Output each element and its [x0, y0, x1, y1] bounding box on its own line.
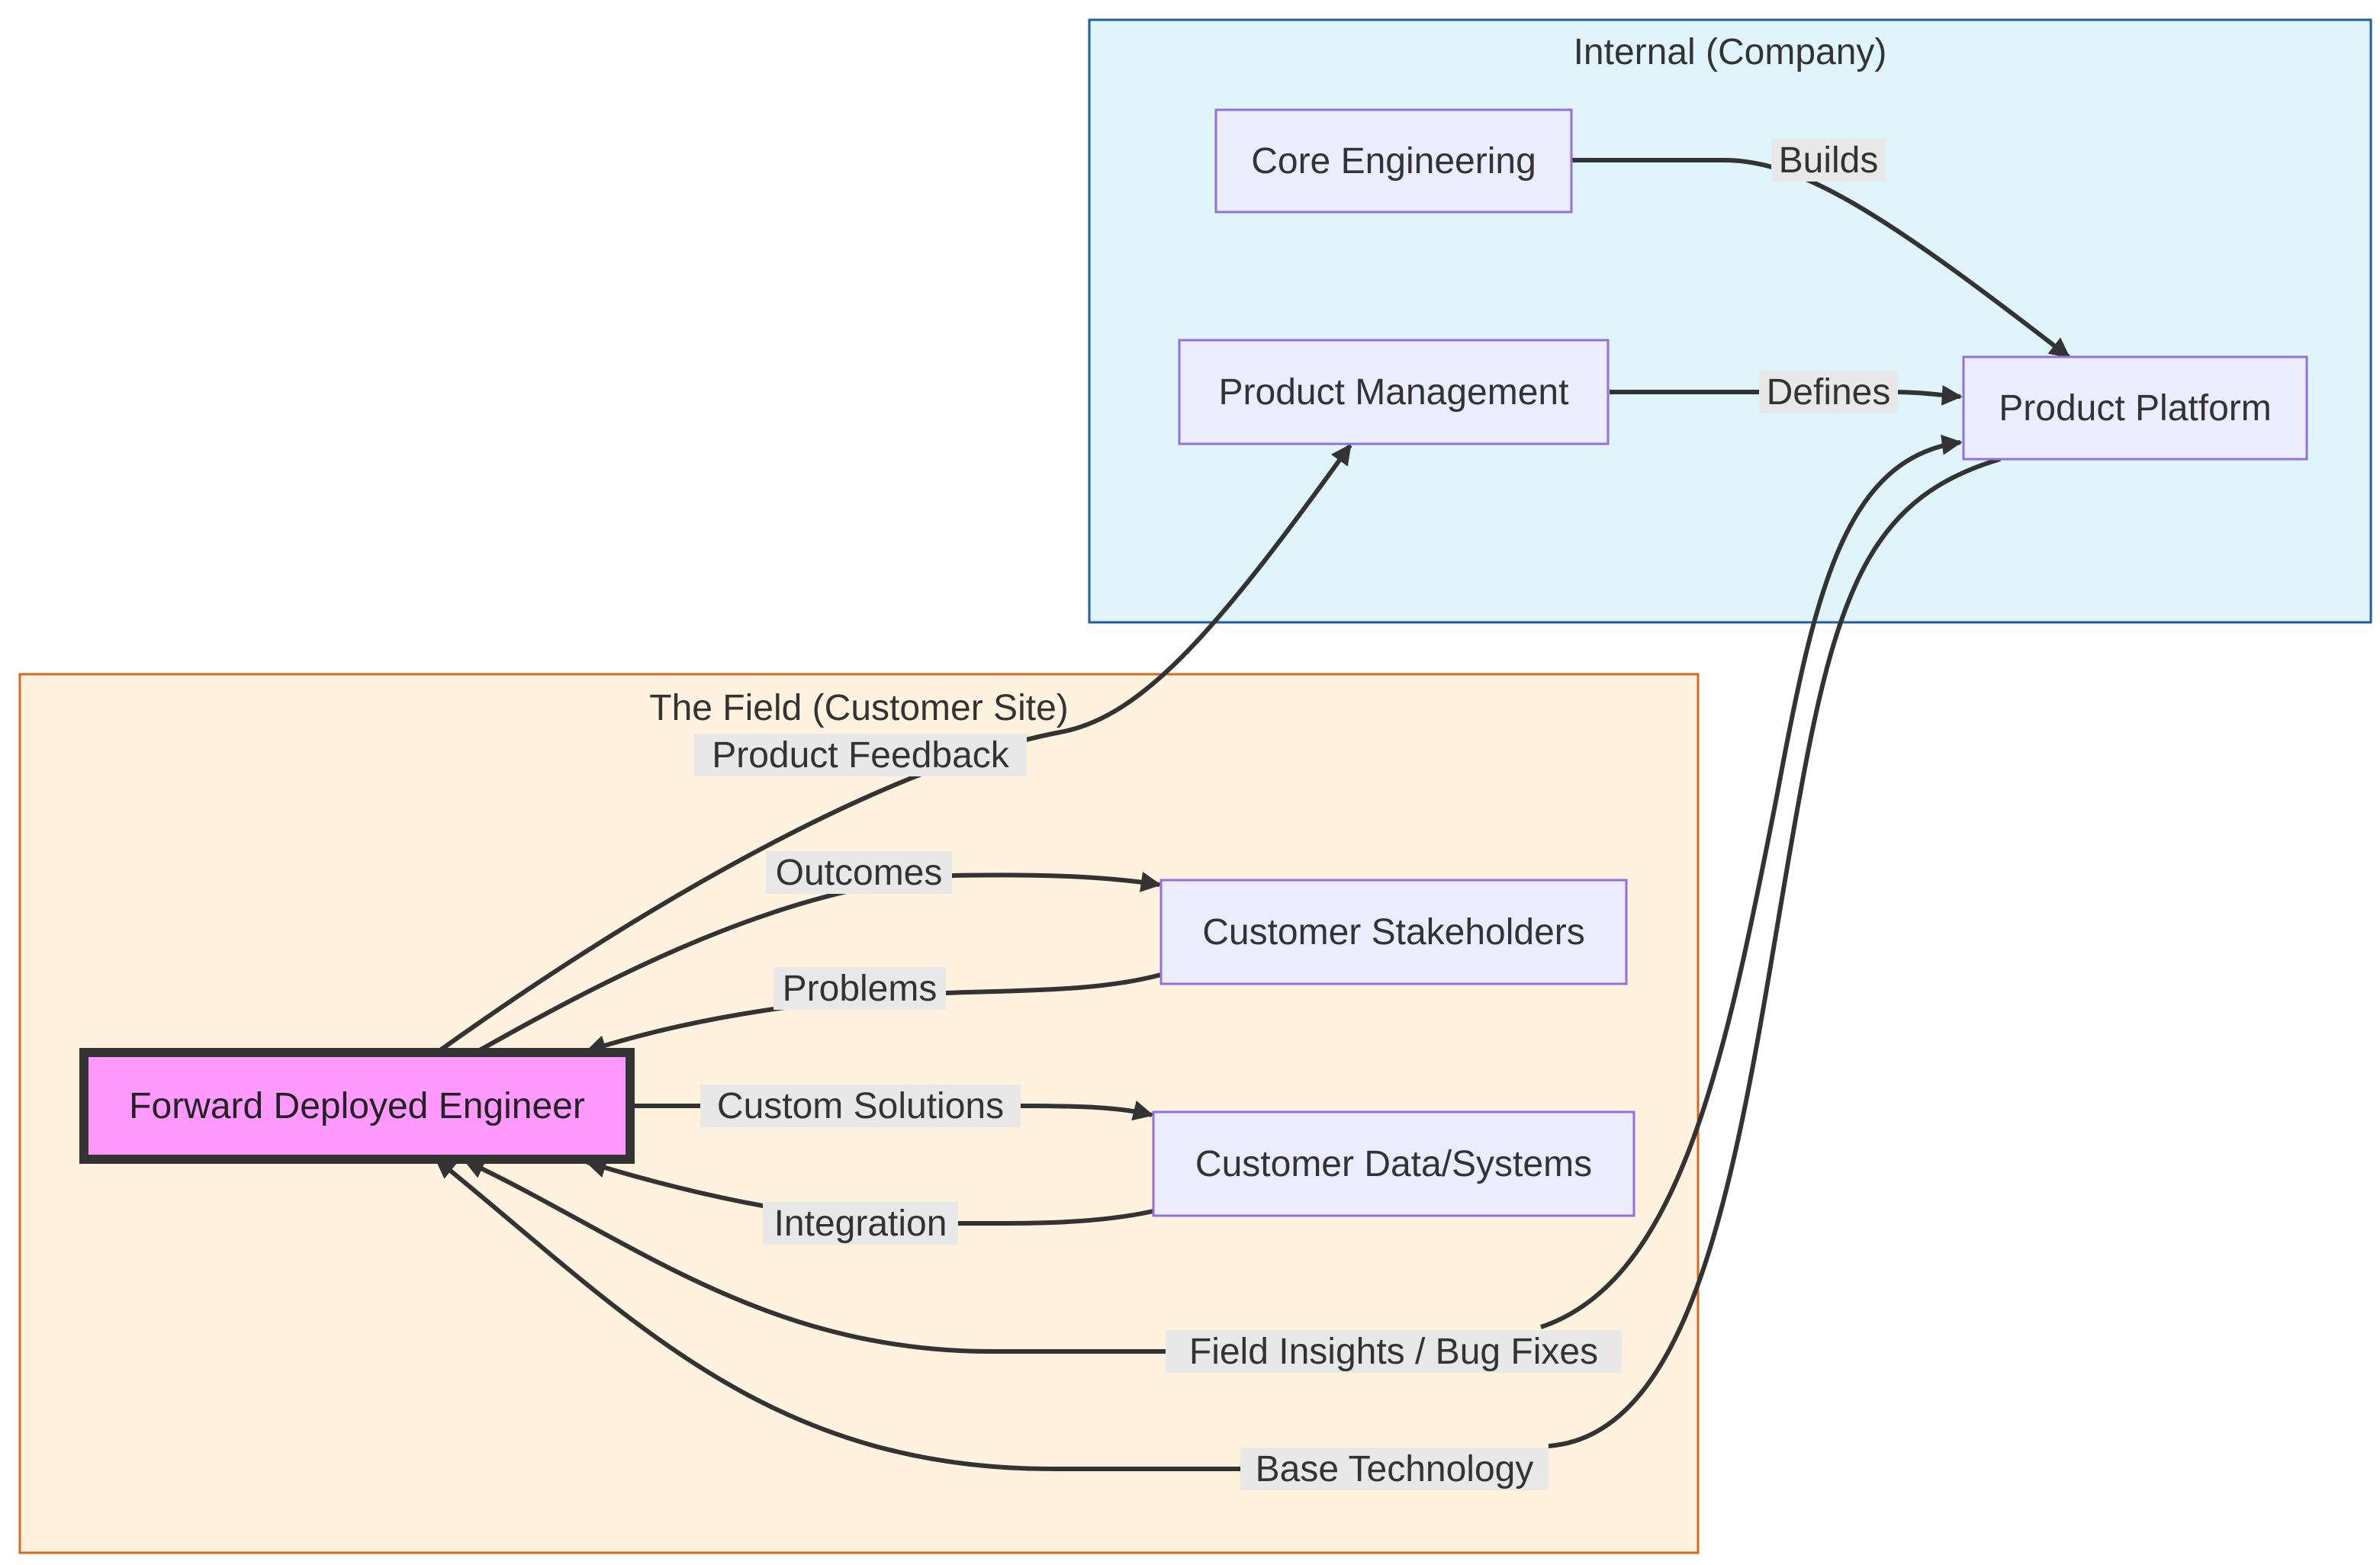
edge-base-technology-return	[434, 1157, 1243, 1471]
node-product-management[interactable]: Product Management	[1178, 339, 1610, 445]
node-customer-stakeholders-box[interactable]	[1159, 879, 1628, 985]
edge-labels: Builds Defines Product Feedback Outcomes…	[694, 139, 1898, 1490]
edge-label-base-technology: Base Technology	[1256, 1449, 1534, 1489]
edge-label-custom-solutions-bg	[700, 1085, 1021, 1127]
edge-label-builds-bg	[1771, 139, 1886, 182]
cluster-field-title: The Field (Customer Site)	[649, 688, 1069, 728]
edge-label-field-insights: Field Insights / Bug Fixes	[1189, 1332, 1598, 1372]
node-forward-deployed-engineer-label: Forward Deployed Engineer	[129, 1086, 585, 1126]
edge-field-insights	[1540, 434, 1963, 1329]
edge-label-defines-bg	[1759, 371, 1898, 413]
edge-label-product-feedback-bg	[694, 734, 1027, 776]
node-customer-data-systems[interactable]: Customer Data/Systems	[1152, 1110, 1635, 1217]
edge-label-product-feedback: Product Feedback	[712, 735, 1010, 776]
node-customer-data-systems-box[interactable]	[1152, 1110, 1635, 1217]
edge-label-base-technology-bg	[1240, 1448, 1549, 1490]
edge-label-problems-bg	[774, 967, 946, 1010]
edge-label-outcomes: Outcomes	[776, 853, 943, 893]
edge-base-technology	[1548, 457, 2001, 1448]
node-core-engineering-label: Core Engineering	[1251, 141, 1536, 182]
edge-custom-solutions	[632, 1101, 1154, 1121]
edge-label-custom-solutions: Custom Solutions	[717, 1086, 1004, 1126]
node-product-management-box[interactable]	[1178, 339, 1610, 445]
node-forward-deployed-engineer-box[interactable]	[79, 1048, 635, 1164]
node-customer-stakeholders[interactable]: Customer Stakeholders	[1159, 879, 1628, 985]
edge-label-defines: Defines	[1767, 372, 1891, 413]
node-product-platform[interactable]: Product Platform	[1962, 355, 2308, 461]
edge-field-insights-return	[463, 1158, 1167, 1354]
edge-label-field-insights-bg	[1166, 1330, 1622, 1373]
edge-label-integration: Integration	[774, 1203, 947, 1244]
edge-label-builds: Builds	[1779, 140, 1879, 181]
node-customer-stakeholders-label: Customer Stakeholders	[1202, 912, 1585, 953]
node-product-platform-label: Product Platform	[1999, 388, 2271, 429]
edge-builds	[1571, 158, 2071, 359]
node-core-engineering[interactable]: Core Engineering	[1214, 108, 1573, 214]
node-forward-deployed-engineer[interactable]: Forward Deployed Engineer	[79, 1048, 635, 1164]
node-customer-data-systems-label: Customer Data/Systems	[1195, 1144, 1592, 1184]
node-product-platform-box[interactable]	[1962, 355, 2308, 461]
edge-label-integration-bg	[763, 1202, 958, 1245]
nodes: Core Engineering Product Management Prod…	[79, 108, 2308, 1217]
cluster-internal-title: Internal (Company)	[1574, 32, 1887, 72]
edge-label-outcomes-bg	[766, 851, 952, 894]
edge-label-problems: Problems	[783, 969, 938, 1009]
node-core-engineering-box[interactable]	[1214, 108, 1573, 214]
node-product-management-label: Product Management	[1219, 372, 1569, 413]
